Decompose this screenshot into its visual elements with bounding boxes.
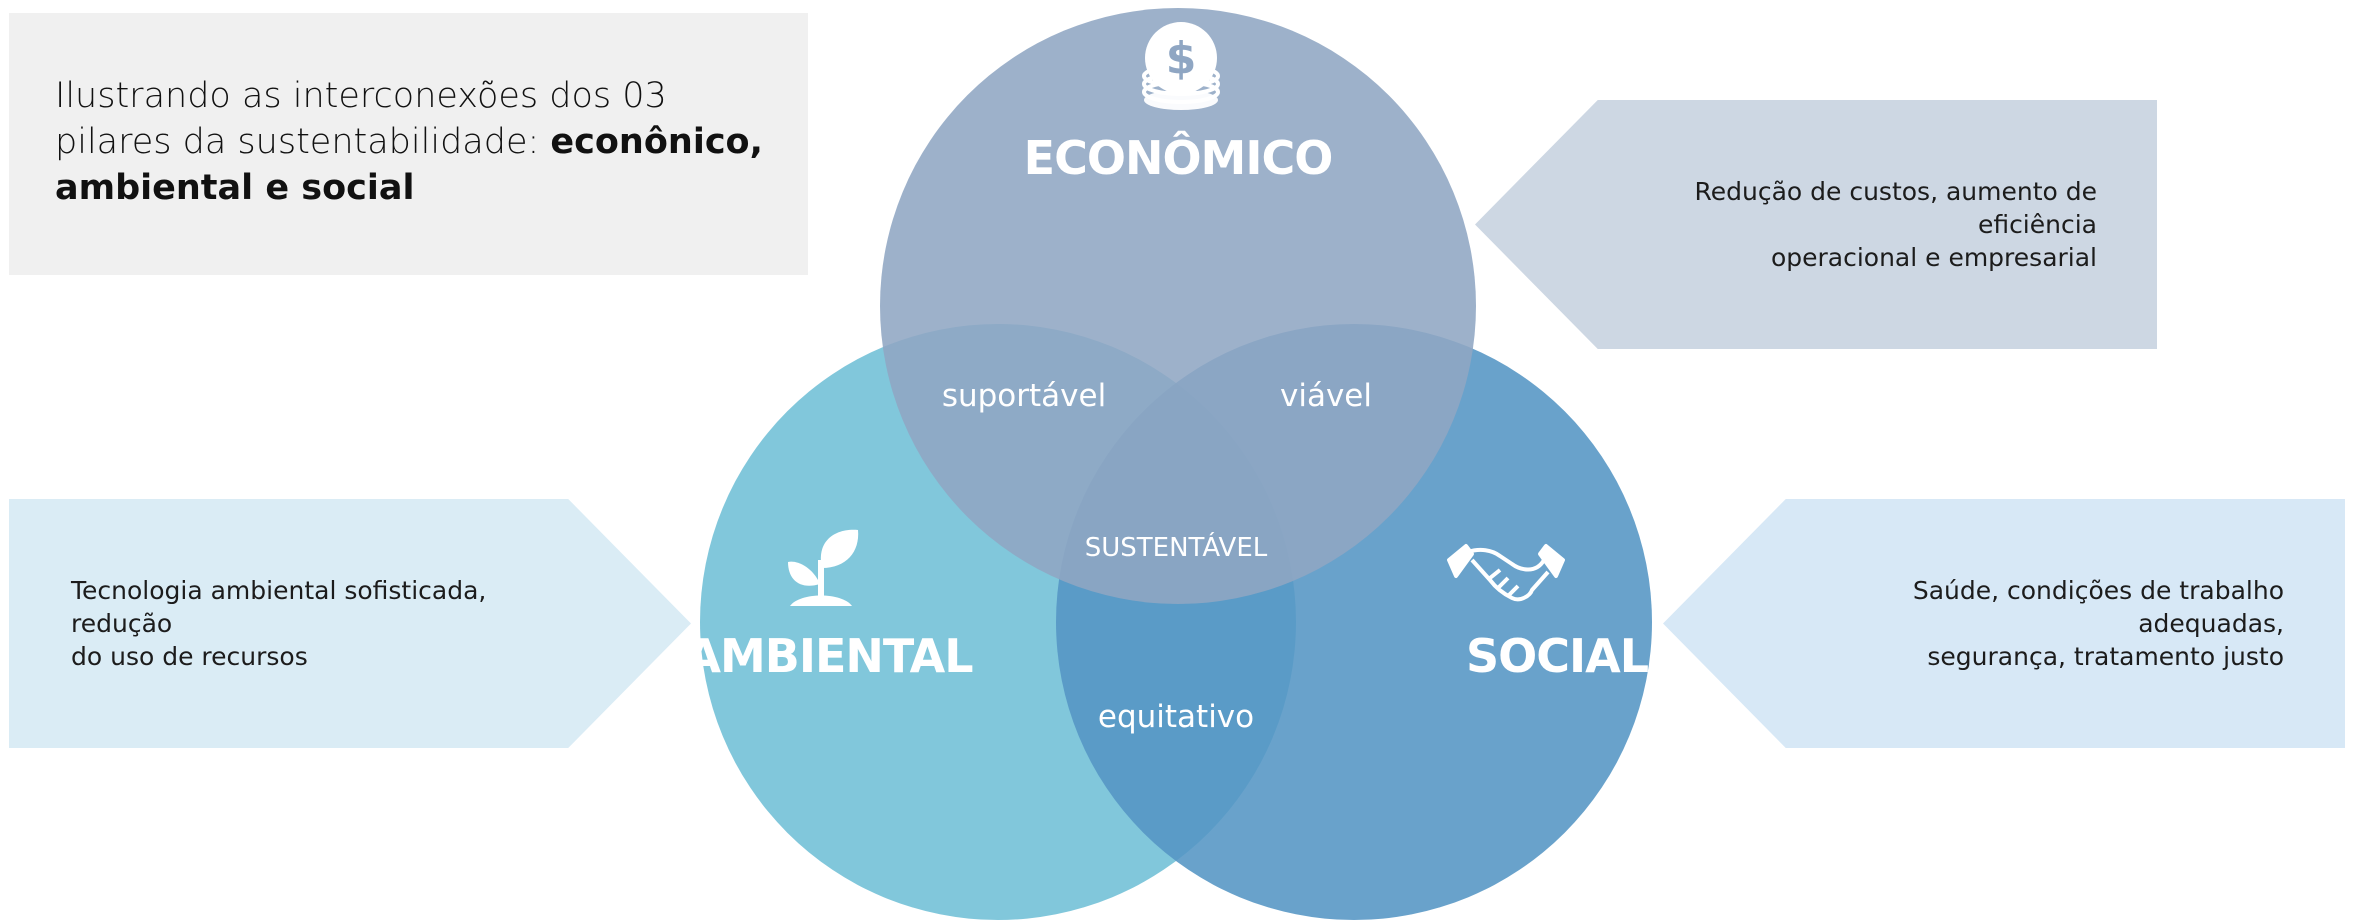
title-line-3: ambiental e social bbox=[55, 168, 415, 208]
dollar-coins-icon: $ bbox=[1142, 22, 1220, 110]
callout-economico: Redução de custos, aumento de eficiência… bbox=[1475, 100, 2157, 349]
label-economico: ECONÔMICO bbox=[1024, 131, 1333, 185]
callout-economico-text: Redução de custos, aumento de eficiência… bbox=[1615, 175, 2097, 274]
callout-social-text: Saúde, condições de trabalho adequadas, … bbox=[1803, 574, 2284, 673]
title-box: Ilustrando as interconexões dos 03 pilar… bbox=[9, 13, 808, 275]
label-suportavel: suportável bbox=[942, 378, 1106, 414]
label-ambiental: AMBIENTAL bbox=[685, 629, 973, 683]
label-viavel: viável bbox=[1280, 378, 1372, 414]
callout-social-line-1: Saúde, condições de trabalho adequadas, bbox=[1912, 576, 2284, 638]
circle-economico bbox=[880, 8, 1476, 604]
title-line-1: Ilustrando as interconexões dos 03 bbox=[55, 76, 667, 116]
callout-ambiental: Tecnologia ambiental sofisticada, reduçã… bbox=[9, 499, 691, 748]
label-sustentavel: SUSTENTÁVEL bbox=[1085, 531, 1268, 563]
title-line-2: pilares da sustentabilidade: econônico, bbox=[55, 119, 768, 165]
callout-economico-line-2: operacional e empresarial bbox=[1770, 243, 2097, 272]
svg-text:$: $ bbox=[1166, 33, 1197, 84]
callout-economico-line-1: Redução de custos, aumento de eficiência bbox=[1694, 177, 2097, 239]
sprout-icon bbox=[788, 529, 859, 606]
callout-ambiental-line-2: do uso de recursos bbox=[71, 642, 308, 671]
callout-social: Saúde, condições de trabalho adequadas, … bbox=[1663, 499, 2345, 748]
callout-ambiental-line-1: Tecnologia ambiental sofisticada, reduçã… bbox=[71, 576, 487, 638]
label-social: SOCIAL bbox=[1466, 629, 1649, 683]
handshake-icon bbox=[1447, 544, 1565, 602]
label-equitativo: equitativo bbox=[1098, 699, 1254, 735]
title-line-2-bold: econônico, bbox=[550, 122, 763, 162]
callout-social-line-2: segurança, tratamento justo bbox=[1927, 642, 2284, 671]
callout-ambiental-text: Tecnologia ambiental sofisticada, reduçã… bbox=[71, 574, 551, 673]
title-line-2-prefix: pilares da sustentabilidade: bbox=[55, 122, 551, 162]
